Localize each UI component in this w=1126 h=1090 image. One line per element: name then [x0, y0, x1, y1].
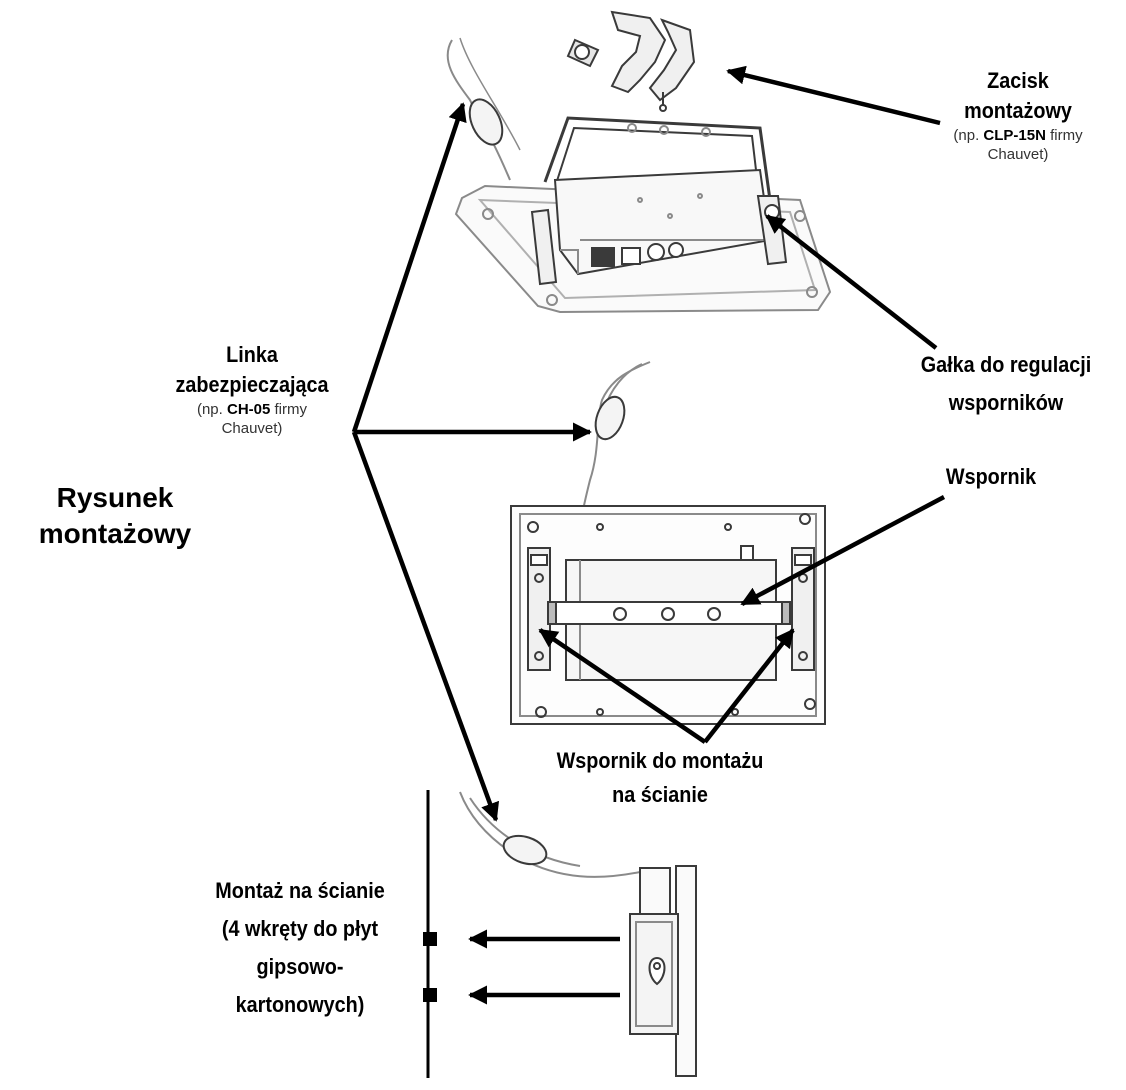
arrow-cable-top [351, 102, 467, 433]
label-clamp: Zacisk montażowy (np. CLP-15N firmy Chau… [918, 66, 1118, 164]
clamp-note-2: Chauvet) [987, 146, 1049, 163]
wall-bracket-line-2: na ścianie [612, 782, 708, 807]
diagram-title: Rysunek montażowy [8, 480, 222, 552]
label-safety-cable: Linka zabezpieczająca (np. CH-05 firmy C… [146, 340, 358, 438]
wall-side-drawing [423, 790, 697, 1078]
safety-cable-note-1: (np. CH-05 firmy [196, 401, 308, 418]
title-line-2: montażowy [38, 518, 192, 549]
safety-cable-line-2: zabezpieczająca [175, 372, 329, 397]
wall-mount-line-2: (4 wkręty do płyt [221, 916, 379, 941]
arrow-wall-bracket-right [703, 628, 795, 744]
wall-mount-line-4: kartonowych) [235, 992, 365, 1017]
label-adjust-knob: Gałka do regulacji wsporników [890, 346, 1122, 422]
safety-cable-note-2: Chauvet) [221, 420, 283, 437]
label-wall-bracket: Wspornik do montażu na ścianie [500, 744, 820, 812]
arrow-adjust-knob [765, 214, 938, 350]
right-wall-bracket-rail [791, 547, 815, 671]
label-bracket: Wspornik [916, 462, 1066, 492]
screw-upper [423, 932, 437, 946]
screw-lower [423, 988, 437, 1002]
adjust-knob-line-2: wsporników [948, 390, 1064, 415]
arrow-cable-bottom [351, 431, 500, 822]
wall-mount-line-1: Montaż na ścianie [215, 878, 385, 903]
top-fixture-drawing [446, 10, 832, 314]
front-view-drawing [510, 505, 826, 725]
middle-safety-cable [577, 361, 651, 549]
yoke [543, 116, 772, 201]
wall-bracket-line-1: Wspornik do montażu [556, 748, 764, 773]
wall-mount-line-3: gipsowo- [256, 954, 344, 979]
callout-arrows [351, 65, 946, 1005]
clamp [566, 10, 696, 112]
title-line-1: Rysunek [56, 482, 174, 513]
arrow-wall-bracket-left [538, 628, 707, 744]
bracket-line-1: Wspornik [945, 464, 1037, 489]
top-cable-carabiner [468, 98, 504, 146]
label-wall-mount: Montaż na ścianie (4 wkręty do płyt gips… [182, 872, 418, 1024]
connector-port [591, 247, 615, 267]
clamp-line-2: montażowy [964, 98, 1072, 123]
arrow-clamp [726, 65, 941, 126]
adjust-knob-line-1: Gałka do regulacji [920, 352, 1092, 377]
arrow-bracket [740, 495, 946, 606]
safety-cable-line-1: Linka [226, 342, 278, 367]
clamp-note-1: (np. CLP-15N firmy [953, 127, 1083, 144]
clamp-line-1: Zacisk [987, 68, 1049, 93]
